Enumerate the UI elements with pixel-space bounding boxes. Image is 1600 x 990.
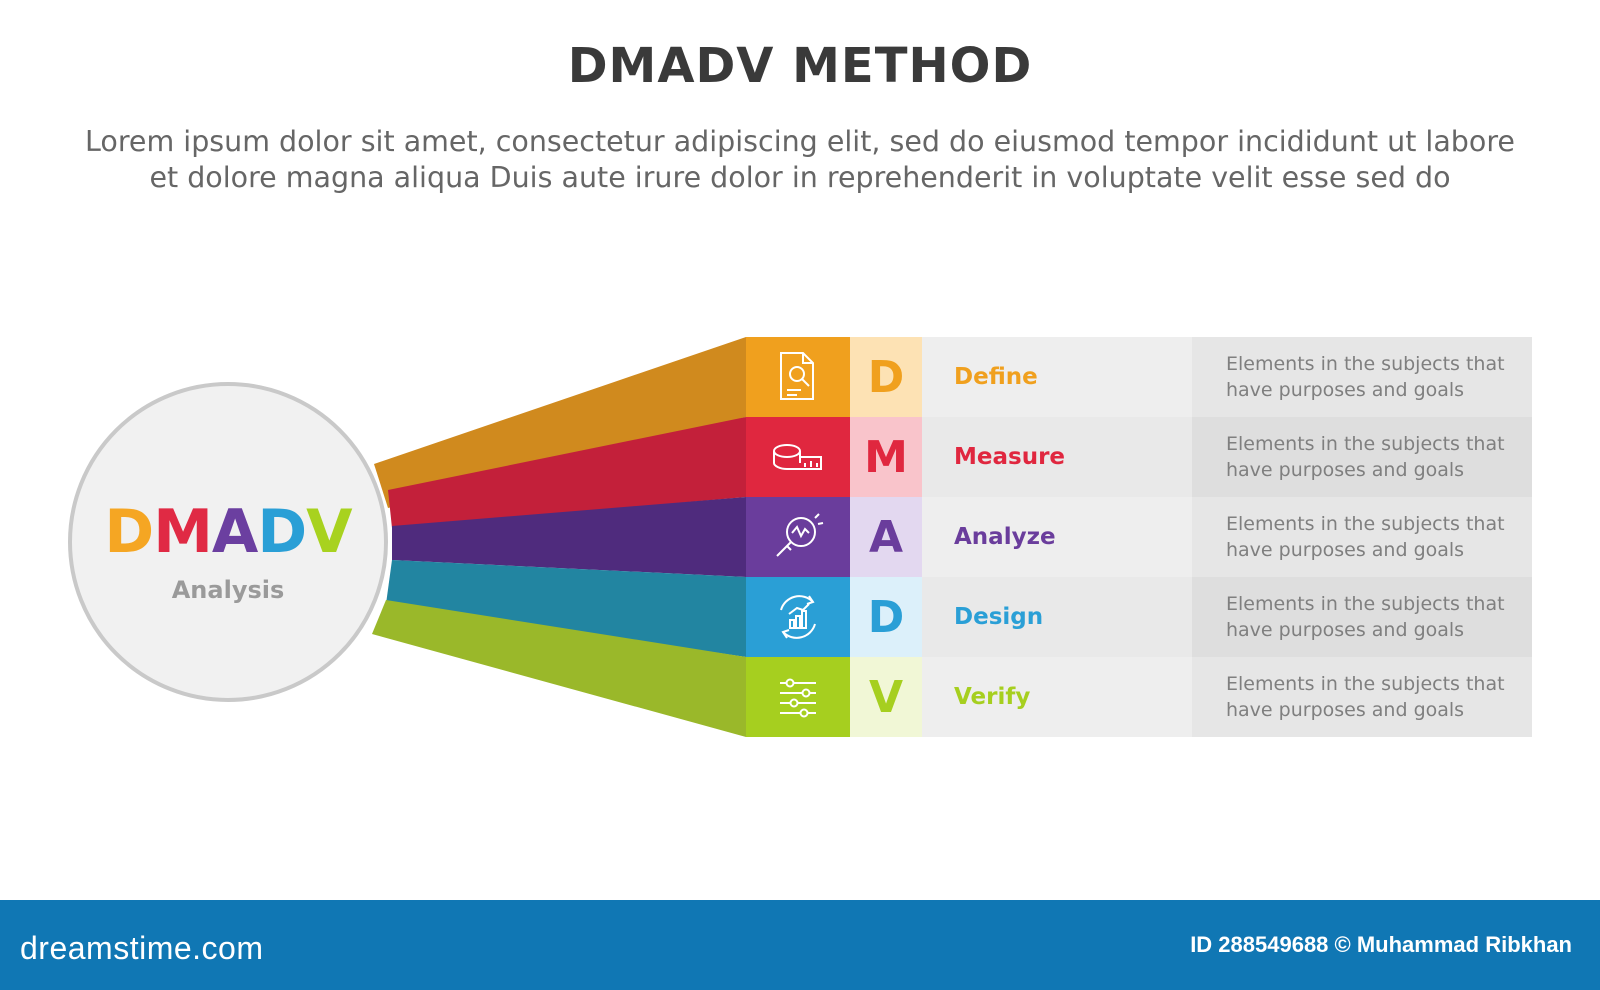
step-desc-line-2: have purposes and goals: [1226, 539, 1465, 561]
step-letter: A: [850, 497, 922, 577]
circle-title: DMADV: [72, 502, 384, 562]
footer-credit: ID 288549688 © Muhammad Ribkhan: [1190, 932, 1572, 957]
step-letter: D: [850, 337, 922, 417]
step-letter: D: [850, 577, 922, 657]
circle-subtitle: Analysis: [171, 576, 285, 604]
step-row-analyze: A Analyze Elements in the subjects that …: [746, 497, 1532, 577]
footer-bar: dreamstime.com ID 288549688 © Muhammad R…: [0, 900, 1600, 990]
step-label: Analyze: [922, 497, 1192, 577]
step-icon-cell: [746, 497, 850, 577]
subtitle-line-2: et dolore magna aliqua Duis aute irure d…: [149, 161, 1451, 194]
step-desc-line-2: have purposes and goals: [1226, 699, 1465, 721]
page-subtitle: Lorem ipsum dolor sit amet, consectetur …: [60, 124, 1540, 196]
step-label: Verify: [922, 657, 1192, 737]
step-row-define: D Define Elements in the subjects that h…: [746, 337, 1532, 417]
circle-letter-d2: D: [257, 497, 307, 567]
step-description: Elements in the subjects that have purpo…: [1192, 577, 1532, 657]
dmadv-circle: DMADV Analysis: [68, 382, 388, 702]
circle-letter-v: V: [306, 497, 352, 567]
document-search-icon: [780, 352, 814, 400]
beam-measure: [388, 417, 746, 528]
sliders-icon: [780, 678, 816, 718]
step-desc-line-2: have purposes and goals: [1226, 619, 1465, 641]
step-desc-line-1: Elements in the subjects that: [1226, 593, 1505, 615]
step-description: Elements in the subjects that have purpo…: [1192, 417, 1532, 497]
growth-cycle-icon: [780, 595, 816, 639]
step-icon-cell: [746, 337, 850, 417]
step-description: Elements in the subjects that have purpo…: [1192, 657, 1532, 737]
step-icon-cell: [746, 417, 850, 497]
step-row-measure: M Measure Elements in the subjects that …: [746, 417, 1532, 497]
beam-analyze: [392, 497, 746, 577]
step-desc-line-2: have purposes and goals: [1226, 379, 1465, 401]
measuring-tape-icon: [773, 444, 822, 470]
step-row-verify: V Verify Elements in the subjects that h…: [746, 657, 1532, 737]
step-row-design: D Design Elements in the subjects that h…: [746, 577, 1532, 657]
step-label: Measure: [922, 417, 1192, 497]
beam-verify: [372, 600, 746, 737]
page-title: DMADV METHOD: [567, 38, 1033, 94]
circle-letter-a: A: [211, 497, 258, 567]
steps-table: D Define Elements in the subjects that h…: [746, 337, 1532, 737]
step-icon-cell: [746, 657, 850, 737]
step-description: Elements in the subjects that have purpo…: [1192, 497, 1532, 577]
step-label: Define: [922, 337, 1192, 417]
footer-brand-logo[interactable]: dreamstime.com: [20, 930, 264, 966]
step-letter: V: [850, 657, 922, 737]
step-icon-cell: [746, 577, 850, 657]
step-desc-line-2: have purposes and goals: [1226, 459, 1465, 481]
step-desc-line-1: Elements in the subjects that: [1226, 353, 1505, 375]
circle-letter-m: M: [153, 497, 213, 567]
step-desc-line-1: Elements in the subjects that: [1226, 513, 1505, 535]
step-label: Design: [922, 577, 1192, 657]
beam-design: [386, 560, 746, 657]
circle-letter-d: D: [104, 497, 154, 567]
step-desc-line-1: Elements in the subjects that: [1226, 673, 1505, 695]
step-letter: M: [850, 417, 922, 497]
magnifier-chart-icon: [776, 513, 824, 557]
subtitle-line-1: Lorem ipsum dolor sit amet, consectetur …: [85, 125, 1515, 158]
step-description: Elements in the subjects that have purpo…: [1192, 337, 1532, 417]
step-desc-line-1: Elements in the subjects that: [1226, 433, 1505, 455]
beam-define: [374, 337, 746, 508]
